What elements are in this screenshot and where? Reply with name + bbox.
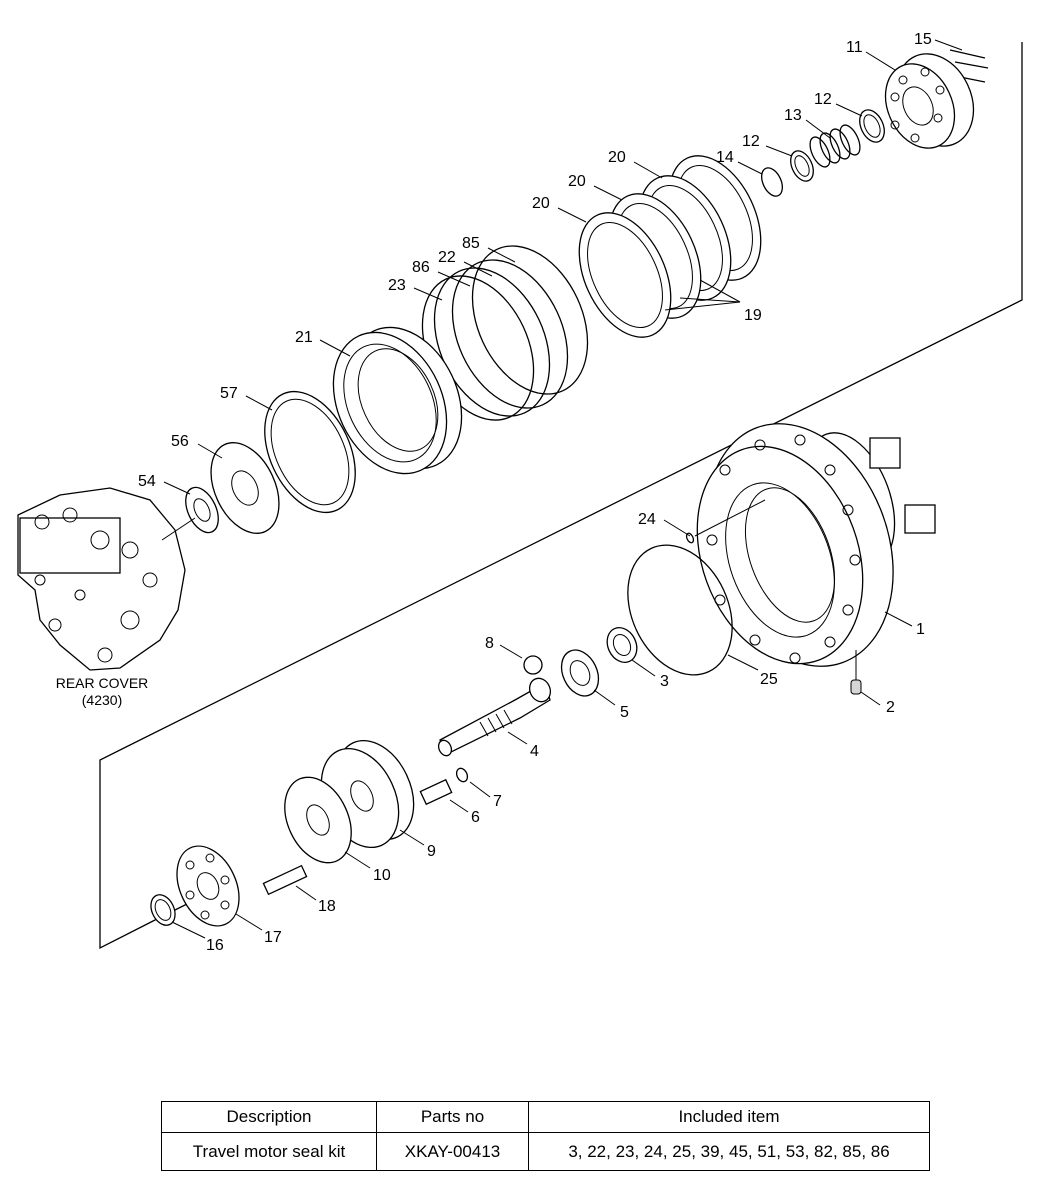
callout-7: 7 bbox=[493, 793, 502, 810]
callout-20-c: 20 bbox=[532, 195, 550, 212]
part-2-plug bbox=[850, 679, 862, 695]
callout-2: 2 bbox=[886, 699, 895, 716]
leader-lines bbox=[163, 51, 913, 939]
callout-20-a: 20 bbox=[608, 149, 626, 166]
part-18-pin bbox=[262, 864, 308, 896]
part-56-plate bbox=[210, 442, 280, 534]
callout-85: 85 bbox=[462, 235, 480, 252]
part-5-bearing bbox=[560, 649, 600, 697]
exploded-parts-diagram: 11 15 12 13 12 14 20 20 20 19 85 22 86 2… bbox=[17, 31, 1023, 954]
part-20-19-friction-plates bbox=[578, 155, 762, 338]
table-row: Travel motor seal kit XKAY-00413 3, 22, … bbox=[161, 1132, 930, 1171]
callout-16: 16 bbox=[206, 937, 224, 954]
callout-25: 25 bbox=[760, 671, 778, 688]
callout-13: 13 bbox=[784, 107, 802, 124]
header-description: Description bbox=[161, 1101, 377, 1133]
part-11-cylinder-block bbox=[884, 53, 975, 149]
part-7-spring bbox=[455, 767, 469, 783]
part-10-plate bbox=[284, 776, 352, 864]
callout-21: 21 bbox=[295, 329, 313, 346]
callout-18: 18 bbox=[318, 898, 336, 915]
callout-6: 6 bbox=[471, 809, 480, 826]
part-13-spring bbox=[809, 124, 861, 168]
assembly-frame bbox=[99, 42, 1023, 950]
part-17-plate bbox=[176, 845, 240, 927]
part-1-housing bbox=[696, 423, 936, 667]
part-21-piston bbox=[332, 326, 463, 475]
callout-3: 3 bbox=[660, 673, 669, 690]
callout-10: 10 bbox=[373, 867, 391, 884]
part-22-ring bbox=[451, 259, 569, 409]
part-12-lower-washer bbox=[790, 150, 814, 182]
part-85-ring bbox=[471, 245, 589, 395]
part-4-shaft bbox=[437, 677, 552, 757]
part-6-pin bbox=[419, 778, 453, 806]
rear-cover bbox=[17, 487, 186, 671]
callout-19: 19 bbox=[744, 307, 762, 324]
callout-labels: 11 15 12 13 12 14 20 20 20 19 85 22 86 2… bbox=[138, 31, 932, 954]
callout-15: 15 bbox=[914, 31, 932, 48]
cell-description: Travel motor seal kit bbox=[161, 1132, 377, 1171]
table-header-row: Description Parts no Included item bbox=[161, 1101, 930, 1133]
callout-12-lower: 12 bbox=[742, 133, 760, 150]
rear-cover-code: (4230) bbox=[82, 692, 122, 708]
part-8-ball bbox=[523, 655, 543, 675]
callout-57: 57 bbox=[220, 385, 238, 402]
callout-17: 17 bbox=[264, 929, 282, 946]
cell-parts-no: XKAY-00413 bbox=[376, 1132, 529, 1171]
callout-20-b: 20 bbox=[568, 173, 586, 190]
seal-kit-table: Description Parts no Included item Trave… bbox=[161, 1101, 930, 1171]
callout-12-upper: 12 bbox=[814, 91, 832, 108]
callout-14: 14 bbox=[716, 149, 734, 166]
callout-11: 11 bbox=[846, 39, 863, 56]
part-24-o-ring bbox=[685, 532, 695, 544]
callout-54: 54 bbox=[138, 473, 156, 490]
callout-8: 8 bbox=[485, 635, 494, 652]
part-12-upper-washer bbox=[859, 109, 885, 143]
part-54-bearing bbox=[185, 486, 219, 534]
callout-4: 4 bbox=[530, 743, 539, 760]
header-parts-no: Parts no bbox=[376, 1101, 529, 1133]
part-25-o-ring bbox=[627, 544, 733, 676]
header-included-item: Included item bbox=[528, 1101, 930, 1133]
rear-cover-label: REAR COVER bbox=[56, 675, 149, 691]
part-16-ring bbox=[150, 894, 176, 926]
part-3-seal bbox=[606, 626, 638, 664]
callout-24: 24 bbox=[638, 511, 656, 528]
callout-22: 22 bbox=[438, 249, 456, 266]
part-9-cylinder bbox=[320, 739, 415, 849]
cell-included-item: 3, 22, 23, 24, 25, 39, 45, 51, 53, 82, 8… bbox=[528, 1132, 930, 1171]
callout-5: 5 bbox=[620, 704, 629, 721]
callout-56: 56 bbox=[171, 433, 189, 450]
callout-1: 1 bbox=[916, 621, 925, 638]
callout-9: 9 bbox=[427, 843, 436, 860]
part-57-ring bbox=[264, 390, 356, 514]
part-14-snap-ring bbox=[761, 167, 783, 197]
callout-23: 23 bbox=[388, 277, 406, 294]
callout-86: 86 bbox=[412, 259, 430, 276]
